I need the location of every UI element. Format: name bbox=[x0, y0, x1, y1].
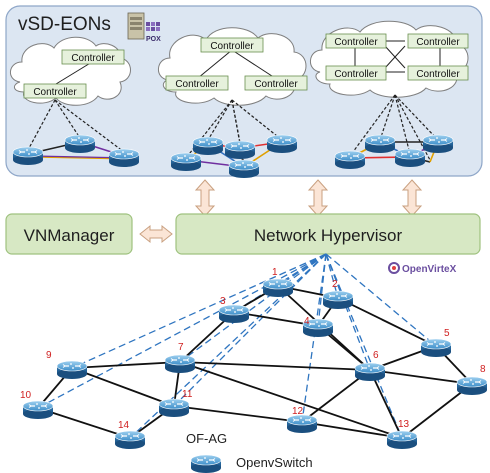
node-label: 10 bbox=[20, 390, 32, 401]
physical-link bbox=[173, 405, 303, 423]
physical-link bbox=[179, 361, 371, 371]
hypervisor-box bbox=[175, 213, 481, 255]
physical-link bbox=[337, 297, 437, 347]
node-label: 4 bbox=[304, 316, 310, 327]
hypervisor-link bbox=[325, 253, 437, 347]
controller-box: Controller bbox=[325, 65, 387, 81]
node-label: 14 bbox=[118, 420, 130, 431]
controller-box: Controller bbox=[23, 83, 87, 99]
openvswitch-icon bbox=[322, 290, 354, 310]
svg-text:Controller: Controller bbox=[416, 37, 460, 48]
physical-link bbox=[37, 407, 131, 439]
vnmanager-box bbox=[5, 213, 133, 255]
controller-links bbox=[55, 40, 441, 85]
virtual-switch-icon bbox=[170, 152, 202, 172]
controller-box: Controller bbox=[61, 49, 125, 65]
pox-server-icon bbox=[127, 12, 160, 40]
node-label: 11 bbox=[182, 389, 193, 400]
vsd-title: vSD-EONs bbox=[18, 14, 111, 35]
virtual-switch-icon bbox=[364, 134, 396, 154]
openvswitch-icon bbox=[114, 430, 146, 450]
hypervisor-link bbox=[325, 253, 371, 371]
openvswitch-icon bbox=[286, 414, 318, 434]
physical-link bbox=[369, 369, 473, 385]
vnmanager-label: VNManager bbox=[24, 226, 115, 245]
virtual-switch-icon bbox=[266, 134, 298, 154]
openvswitch-icon bbox=[218, 304, 250, 324]
hypervisor-link bbox=[179, 253, 327, 363]
hypervisor-link bbox=[173, 253, 327, 407]
controller-box: Controller bbox=[165, 75, 229, 91]
ofag-label: OF-AG bbox=[186, 431, 227, 446]
hypervisor-link bbox=[37, 253, 327, 409]
node-label: 1 bbox=[272, 267, 278, 278]
hypervisor-links bbox=[37, 253, 437, 439]
openvswitch-icon bbox=[262, 278, 294, 298]
virtual-switch-icon bbox=[334, 150, 366, 170]
openvswitch-icon bbox=[386, 430, 418, 450]
svg-text:Controller: Controller bbox=[334, 37, 378, 48]
virtual-switch-icon bbox=[64, 134, 96, 154]
openvswitch-icon bbox=[22, 400, 54, 420]
svg-text:Controller: Controller bbox=[334, 69, 378, 80]
hypervisor-label: Network Hypervisor bbox=[254, 226, 403, 245]
hypervisor-link bbox=[325, 253, 403, 439]
node-label: 3 bbox=[220, 296, 226, 307]
hypervisor-link bbox=[301, 253, 327, 423]
node-label: 5 bbox=[444, 328, 450, 339]
openvswitch-icon bbox=[158, 398, 190, 418]
physical-link bbox=[71, 361, 181, 369]
svg-text:Controller: Controller bbox=[175, 79, 219, 90]
node-label: 7 bbox=[178, 342, 184, 353]
node-label: 8 bbox=[480, 364, 486, 375]
controller-box: Controller bbox=[244, 75, 308, 91]
controller-box: Controller bbox=[407, 65, 469, 81]
pox-label: POX bbox=[146, 36, 161, 43]
node-label: 9 bbox=[46, 350, 52, 361]
openvswitch-icon bbox=[56, 360, 88, 380]
controller-cloud-3 bbox=[310, 20, 469, 98]
double-arrow-icon bbox=[139, 224, 173, 244]
controller-box: Controller bbox=[325, 33, 387, 49]
virtual-switch-icon bbox=[108, 148, 140, 168]
openvswitch-icon bbox=[420, 338, 452, 358]
svg-text:Controller: Controller bbox=[254, 79, 298, 90]
virtual-switch-icon bbox=[422, 134, 454, 154]
hypervisor-link bbox=[325, 253, 339, 299]
physical-link bbox=[179, 361, 403, 439]
hypervisor-link bbox=[71, 253, 327, 369]
svg-text:Controller: Controller bbox=[416, 69, 460, 80]
physical-link bbox=[71, 367, 175, 407]
physical-link bbox=[369, 369, 403, 439]
controller-box: Controller bbox=[200, 37, 264, 53]
openvirtex-logo-text: OpenVirteX bbox=[402, 264, 457, 275]
node-label: 13 bbox=[398, 419, 410, 430]
virtual-switch-icon bbox=[224, 140, 256, 160]
openvswitch-icon bbox=[456, 376, 488, 396]
openvswitch-icon bbox=[354, 362, 386, 382]
openvswitch-legend-icon bbox=[190, 454, 222, 473]
node-label: 12 bbox=[292, 406, 304, 417]
node-label: 2 bbox=[332, 279, 338, 290]
physical-links bbox=[37, 285, 473, 439]
double-arrow-icon bbox=[194, 179, 423, 217]
physical-link bbox=[301, 421, 403, 439]
virtual-switch-icon bbox=[228, 159, 260, 179]
controller-box: Controller bbox=[407, 33, 469, 49]
virtual-switch-icon bbox=[394, 148, 426, 168]
openvirtex-logo-icon bbox=[388, 262, 400, 274]
svg-text:Controller: Controller bbox=[210, 41, 254, 52]
openvswitch-icon bbox=[164, 354, 196, 374]
node-label: 6 bbox=[373, 350, 379, 361]
virtual-switch-icon bbox=[12, 146, 44, 166]
svg-text:Controller: Controller bbox=[33, 87, 77, 98]
svg-text:Controller: Controller bbox=[71, 53, 115, 64]
virtual-switch-icon bbox=[192, 136, 224, 156]
openvswitch-label: OpenvSwitch bbox=[236, 455, 313, 470]
